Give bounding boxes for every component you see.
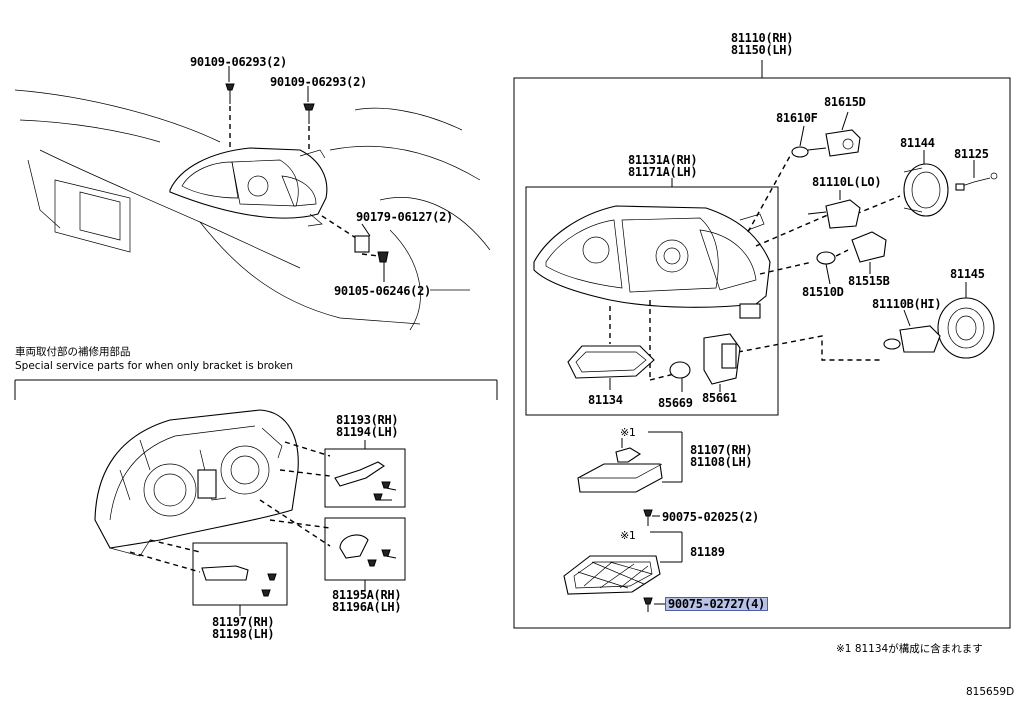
cover-81189 <box>563 531 683 612</box>
label-81134[interactable]: 81134 <box>588 393 623 407</box>
label-nut[interactable]: 90179-06127(2) <box>356 210 453 224</box>
label-81510d[interactable]: 81510D <box>802 285 844 299</box>
cord-81125 <box>955 160 998 191</box>
label-bracket-upper-lh[interactable]: 81194(LH) <box>336 425 399 439</box>
cover-81144 <box>903 150 949 217</box>
label-screw-02727-highlighted[interactable]: 90075-02727(4) <box>665 597 768 611</box>
label-ballast-lh[interactable]: 81108(LH) <box>690 455 753 469</box>
special-section-title-ja: 車両取付部の補修用部品 <box>15 346 131 358</box>
label-81615d[interactable]: 81615D <box>824 95 866 109</box>
label-bracket-low-rh[interactable]: 81197(RH) <box>212 615 275 629</box>
label-bracket-upper-rh[interactable]: 81193(RH) <box>336 413 399 427</box>
label-81515b[interactable]: 81515B <box>848 274 890 288</box>
label-81189[interactable]: 81189 <box>690 545 725 559</box>
igniter-85661 <box>703 333 741 392</box>
label-screw-bottom[interactable]: 90105-06246(2) <box>334 284 431 298</box>
label-screw-02025[interactable]: 90075-02025(2) <box>662 510 759 524</box>
installed-headlamp <box>169 147 328 227</box>
headlamp-rear-view <box>94 409 299 557</box>
bulb-81615d <box>825 111 861 157</box>
label-81144[interactable]: 81144 <box>900 136 935 150</box>
label-81125[interactable]: 81125 <box>954 147 989 161</box>
bracket-box-upper <box>324 448 406 508</box>
label-unit-lh[interactable]: 81171A(LH) <box>628 165 698 179</box>
car-body-outline <box>14 89 491 331</box>
label-85669[interactable]: 85669 <box>658 396 693 410</box>
ring-85669 <box>669 361 691 392</box>
socket-81515b <box>851 231 887 274</box>
footnote: ※1 81134が構成に含まれます <box>836 643 983 655</box>
assembly-frame <box>513 60 1011 629</box>
bracket-box-low <box>192 542 288 616</box>
label-bracket-low-lh[interactable]: 81198(LH) <box>212 627 275 641</box>
assembly-number-rh: 81110(RH) <box>730 31 794 45</box>
gasket-81134 <box>567 345 655 390</box>
special-section-title-en: Special service parts for when only brac… <box>15 360 294 372</box>
cover-81145 <box>937 282 995 359</box>
label-bracket-mid-rh[interactable]: 81195A(RH) <box>332 588 402 602</box>
label-screw-top-b[interactable]: 90109-06293(2) <box>270 75 367 89</box>
bulb-81110l <box>807 190 861 229</box>
label-bracket-mid-lh[interactable]: 81196A(LH) <box>332 600 402 614</box>
screws-top <box>225 66 315 152</box>
assembly-number-lh: 81150(LH) <box>730 43 794 57</box>
cover-note-mark: ※1 <box>620 529 636 542</box>
nut-and-screw <box>321 215 389 282</box>
label-85661[interactable]: 85661 <box>702 391 737 405</box>
bracket-leaders <box>129 441 331 573</box>
label-ballast-rh[interactable]: 81107(RH) <box>690 443 753 457</box>
diagram-id: 815659D <box>966 686 1015 698</box>
ballast-note-mark: ※1 <box>620 426 636 439</box>
label-81610f[interactable]: 81610F <box>776 111 818 125</box>
label-81110b[interactable]: 81110B(HI) <box>872 297 942 311</box>
bulb-81110b <box>883 309 941 353</box>
bulb-81610f <box>791 125 827 158</box>
ballast-81107 <box>577 431 683 526</box>
label-screw-top-a[interactable]: 90109-06293(2) <box>190 55 287 69</box>
headlamp-unit <box>533 205 771 319</box>
label-81145[interactable]: 81145 <box>950 267 985 281</box>
label-unit-rh[interactable]: 81131A(RH) <box>628 153 698 167</box>
special-section-frame <box>14 379 498 400</box>
label-81110l[interactable]: 81110L(LO) <box>812 175 882 189</box>
bracket-box-mid <box>324 517 406 581</box>
bulb-81510d <box>816 251 836 285</box>
